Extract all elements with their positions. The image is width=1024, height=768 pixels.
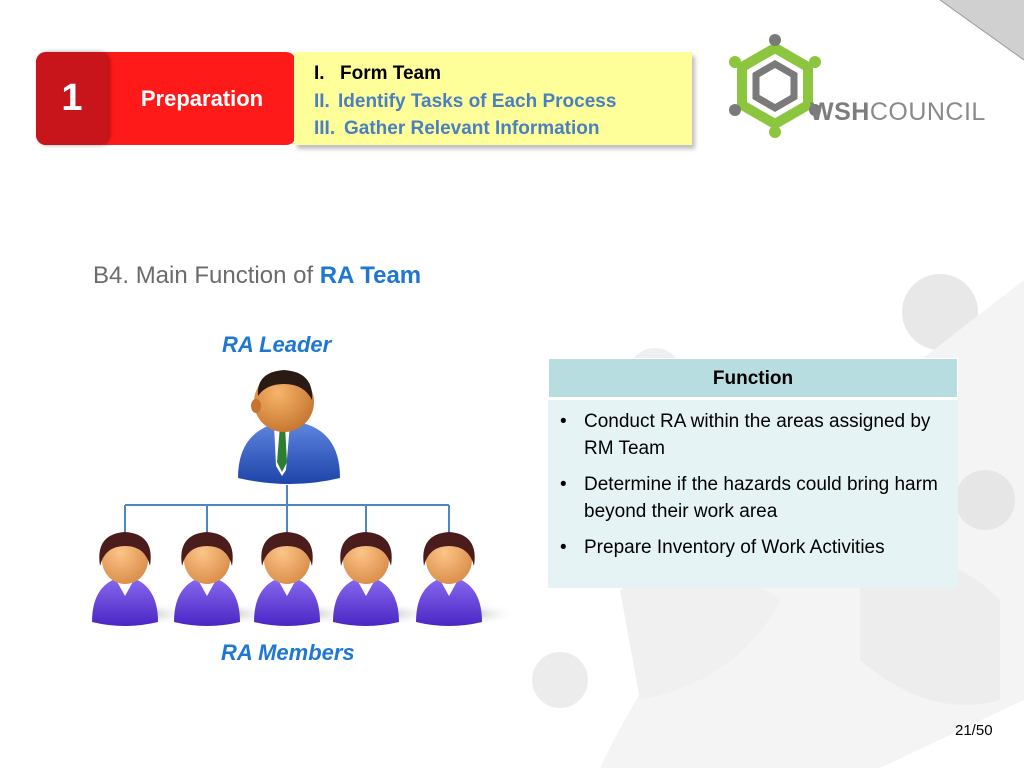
- ra-leader-label: RA Leader: [222, 332, 332, 357]
- function-table-header: Function: [548, 358, 958, 398]
- member-person-icon-3: [254, 532, 355, 626]
- function-item: •Prepare Inventory of Work Activities: [560, 537, 885, 558]
- steps-list: I.Form Team II.Identify Tasks of Each Pr…: [314, 60, 616, 143]
- section-heading: B4. Main Function of RA Team: [93, 262, 422, 289]
- org-connectors: [124, 485, 450, 538]
- function-table-body: •Conduct RA within the areas assigned by…: [548, 398, 958, 588]
- steps-panel: [294, 52, 692, 145]
- member-person-icon-1: [92, 532, 193, 626]
- function-table: Function •Conduct RA within the areas as…: [548, 358, 958, 588]
- member-person-icon-5: [416, 532, 517, 626]
- step-label: Preparation: [140, 86, 264, 111]
- step-item-gather-information: III.Gather Relevant Information: [314, 118, 600, 139]
- leader-person-icon: [238, 370, 351, 486]
- page-number: 21/50: [955, 722, 993, 739]
- step-item-form-team: I.Form Team: [314, 63, 442, 84]
- function-item: •Conduct RA within the areas assigned by…: [560, 411, 931, 459]
- logo-text: WSHCOUNCIL: [810, 98, 986, 126]
- step-number-box: [36, 52, 108, 145]
- function-item: •Determine if the hazards could bring ha…: [560, 474, 938, 522]
- member-person-icon-4: [333, 532, 434, 626]
- member-person-icon-2: [174, 532, 275, 626]
- step-number: 1: [61, 77, 83, 119]
- step-item-identify-tasks: II.Identify Tasks of Each Process: [314, 90, 617, 112]
- ra-members-label: RA Members: [221, 640, 355, 665]
